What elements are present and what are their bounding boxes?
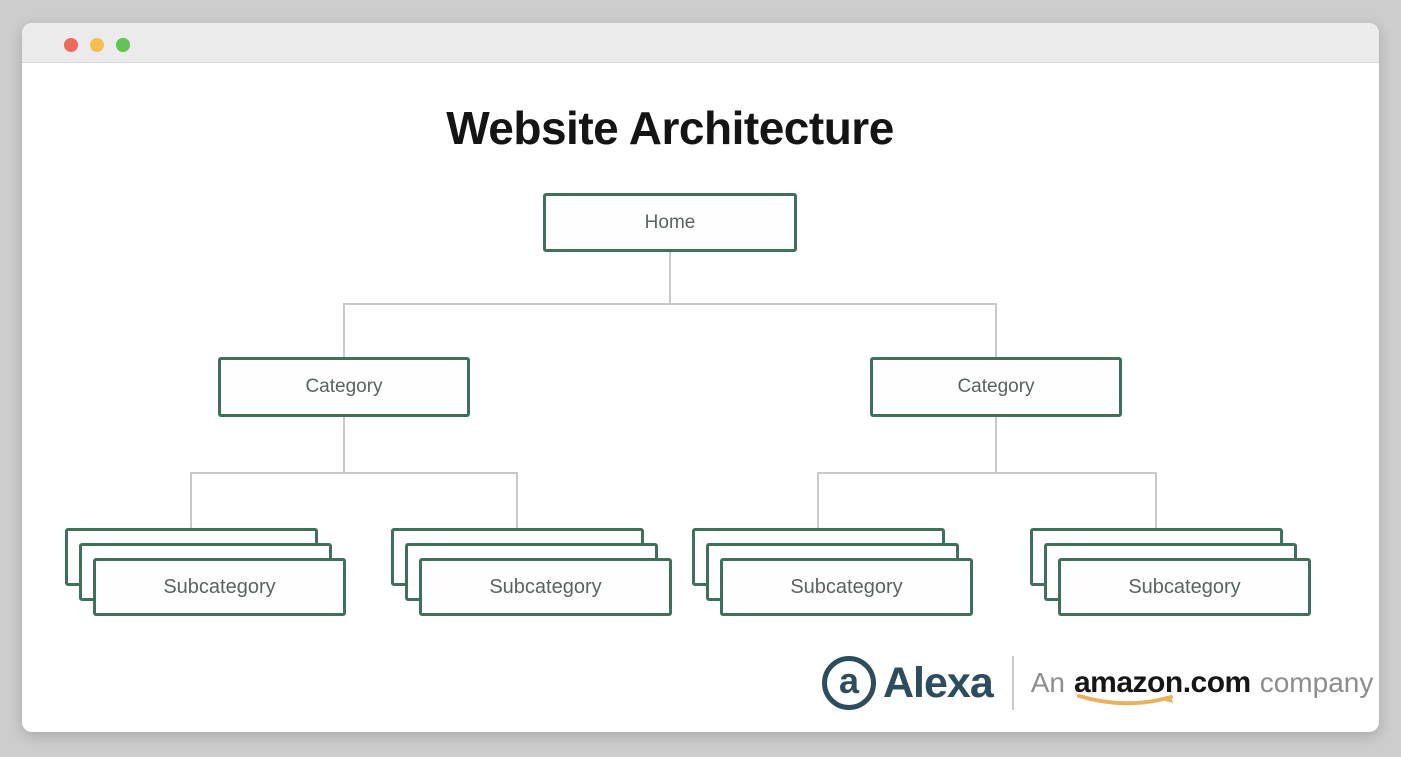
connector-level1-bus (343, 303, 997, 305)
tree-node-category-left: Category (218, 357, 470, 417)
tree-node-category-right: Category (870, 357, 1122, 417)
connector-to-category-left (343, 303, 345, 358)
tagline-prefix: An (1030, 667, 1065, 698)
minimize-button[interactable] (90, 38, 104, 52)
subcategory-stack-1: Subcategory (65, 528, 346, 618)
connector-category-right-down (995, 417, 997, 473)
close-button[interactable] (64, 38, 78, 52)
amazon-tagline: An amazon.com company (1030, 666, 1374, 706)
tree-node-subcategory-4: Subcategory (1058, 558, 1311, 616)
app-window: Website Architecture Home Category Categ… (22, 23, 1379, 732)
connector-to-subcategory-2 (516, 472, 518, 529)
tree-node-subcategory-1: Subcategory (93, 558, 346, 616)
alexa-wordmark: Alexa (883, 658, 994, 707)
connector-to-subcategory-1 (190, 472, 192, 529)
connector-home-down (669, 252, 671, 304)
tree-node-subcategory-2: Subcategory (419, 558, 672, 616)
connector-to-category-right (995, 303, 997, 358)
amazon-wordmark-wrap: amazon.com (1074, 666, 1251, 706)
brand-divider (1011, 656, 1014, 710)
zoom-button[interactable] (116, 38, 130, 52)
alexa-a-glyph: a (838, 660, 860, 701)
amazon-wordmark: amazon.com (1074, 666, 1251, 699)
amazon-smile-icon (1077, 694, 1173, 706)
connector-left-bus (190, 472, 518, 474)
alexa-brand-footer: a Alexa An amazon.com company (822, 653, 1373, 713)
tree-node-subcategory-3: Subcategory (720, 558, 973, 616)
tagline-suffix: company (1259, 667, 1374, 698)
page-title: Website Architecture (446, 102, 894, 154)
connector-to-subcategory-4 (1155, 472, 1157, 529)
subcategory-stack-2: Subcategory (391, 528, 672, 618)
subcategory-stack-4: Subcategory (1030, 528, 1311, 618)
subcategory-stack-3: Subcategory (692, 528, 973, 618)
window-titlebar (22, 23, 1379, 63)
alexa-logo-icon: a (822, 656, 876, 710)
tree-node-home: Home (543, 193, 797, 252)
connector-right-bus (817, 472, 1157, 474)
connector-category-left-down (343, 417, 345, 473)
connector-to-subcategory-3 (817, 472, 819, 529)
